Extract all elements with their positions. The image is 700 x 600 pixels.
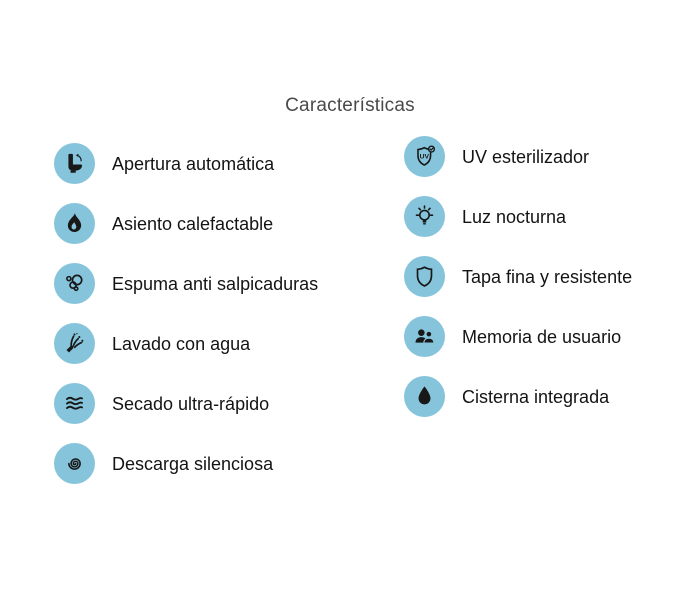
feature-label: Apertura automática (112, 153, 275, 174)
toilet-open-lid-icon (54, 143, 95, 184)
spiral-icon (54, 443, 95, 484)
feature-item-luz-nocturna: Luz nocturna (404, 196, 632, 237)
feature-label: Luz nocturna (462, 206, 567, 227)
feature-item-secado-ultra-rapido: Secado ultra-rápido (54, 383, 318, 424)
shield-icon (404, 256, 445, 297)
users-icon (404, 316, 445, 357)
air-waves-icon (54, 383, 95, 424)
water-drop-icon (404, 376, 445, 417)
light-bulb-icon (404, 196, 445, 237)
feature-item-espuma-anti-salpicaduras: Espuma anti salpicaduras (54, 263, 318, 304)
feature-label: Cisterna integrada (462, 386, 610, 407)
water-spray-icon (54, 323, 95, 364)
feature-item-apertura-automatica: Apertura automática (54, 143, 318, 184)
feature-item-tapa-fina-resistente: Tapa fina y resistente (404, 256, 632, 297)
bubbles-icon (54, 263, 95, 304)
feature-label: Memoria de usuario (462, 326, 622, 347)
feature-item-cisterna-integrada: Cisterna integrada (404, 376, 632, 417)
feature-label: Secado ultra-rápido (112, 393, 270, 414)
feature-item-descarga-silenciosa: Descarga silenciosa (54, 443, 318, 484)
features-column-left: Apertura automática Asiento calefactable (54, 143, 318, 484)
feature-label: Descarga silenciosa (112, 453, 274, 474)
feature-item-uv-esterilizador: UV UV esterilizador (404, 136, 632, 177)
section-title: Características (285, 95, 415, 116)
feature-item-asiento-calefactable: Asiento calefactable (54, 203, 318, 244)
feature-label: Tapa fina y resistente (462, 266, 633, 287)
feature-label: UV esterilizador (462, 146, 590, 167)
features-column-right: UV UV esterilizador (404, 136, 632, 417)
feature-label: Espuma anti salpicaduras (112, 273, 319, 294)
feature-item-lavado-con-agua: Lavado con agua (54, 323, 318, 364)
feature-label: Asiento calefactable (112, 213, 274, 234)
uv-shield-check-icon: UV (404, 136, 445, 177)
feature-item-memoria-de-usuario: Memoria de usuario (404, 316, 632, 357)
flame-icon (54, 203, 95, 244)
uv-badge-text: UV (420, 153, 430, 160)
feature-label: Lavado con agua (112, 333, 251, 354)
